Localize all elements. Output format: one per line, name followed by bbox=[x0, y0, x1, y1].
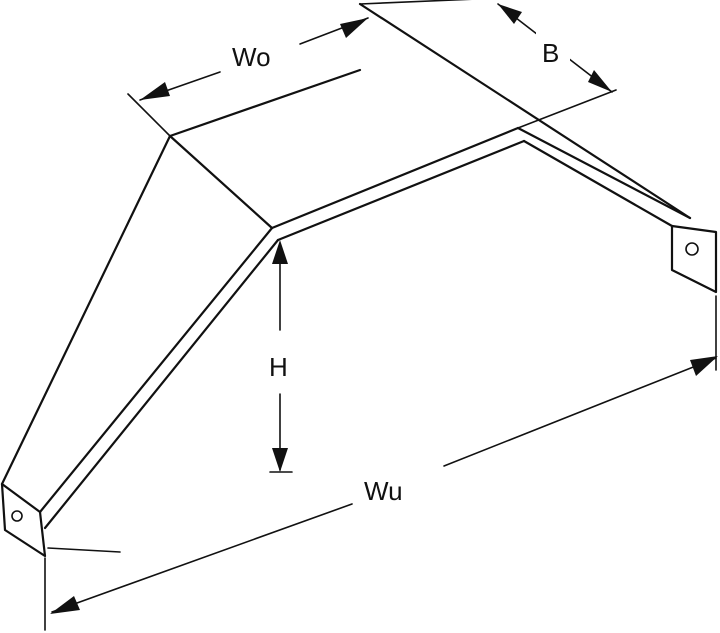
wu-arrowhead-left bbox=[50, 596, 80, 614]
right-web-edge bbox=[358, 2, 692, 220]
wo-arrowhead-right bbox=[340, 18, 368, 38]
wu-label: Wu bbox=[364, 476, 403, 506]
left-leg-front-edge bbox=[38, 226, 274, 514]
b-label-gap bbox=[536, 30, 570, 64]
right-mounting-hole bbox=[685, 242, 699, 256]
dimension-h: H bbox=[269, 240, 293, 473]
h-arrowhead-bottom bbox=[272, 448, 288, 472]
wu-arrowhead-right bbox=[690, 356, 718, 376]
wu-dimension-line-left bbox=[51, 503, 353, 613]
right-leg-front-edge bbox=[516, 126, 692, 220]
left-leg-back-edge bbox=[43, 238, 280, 530]
b-extension-line-top bbox=[359, 0, 473, 5]
h-label: H bbox=[269, 352, 288, 382]
wo-extension-line-left bbox=[127, 93, 171, 137]
b-label: B bbox=[542, 38, 559, 68]
dimension-wo: Wo bbox=[127, 17, 369, 137]
top-bar-front-edge bbox=[270, 126, 520, 230]
right-leg-back-edge bbox=[522, 139, 674, 228]
top-bar-back-edge bbox=[276, 139, 526, 242]
b-arrowhead-bottom bbox=[588, 70, 612, 92]
left-web-top-edge bbox=[168, 134, 274, 230]
wu-dimension-line-right bbox=[443, 357, 717, 467]
h-arrowhead-top bbox=[272, 240, 288, 264]
wo-label: Wo bbox=[232, 42, 271, 72]
bracket-outline bbox=[0, 2, 718, 558]
wu-leader-to-foot bbox=[47, 547, 121, 553]
left-foot-plate bbox=[0, 482, 47, 558]
b-extension-line-right bbox=[517, 89, 617, 129]
right-foot-plate bbox=[670, 224, 718, 294]
left-mounting-hole bbox=[11, 510, 23, 522]
wo-arrowhead-left bbox=[140, 82, 170, 100]
b-arrowhead-top bbox=[498, 4, 522, 24]
dimension-b: B bbox=[359, 0, 617, 129]
top-web-upper-edge bbox=[168, 68, 362, 138]
left-web-outer-edge bbox=[0, 134, 172, 486]
dimension-wu: Wu bbox=[44, 295, 718, 631]
